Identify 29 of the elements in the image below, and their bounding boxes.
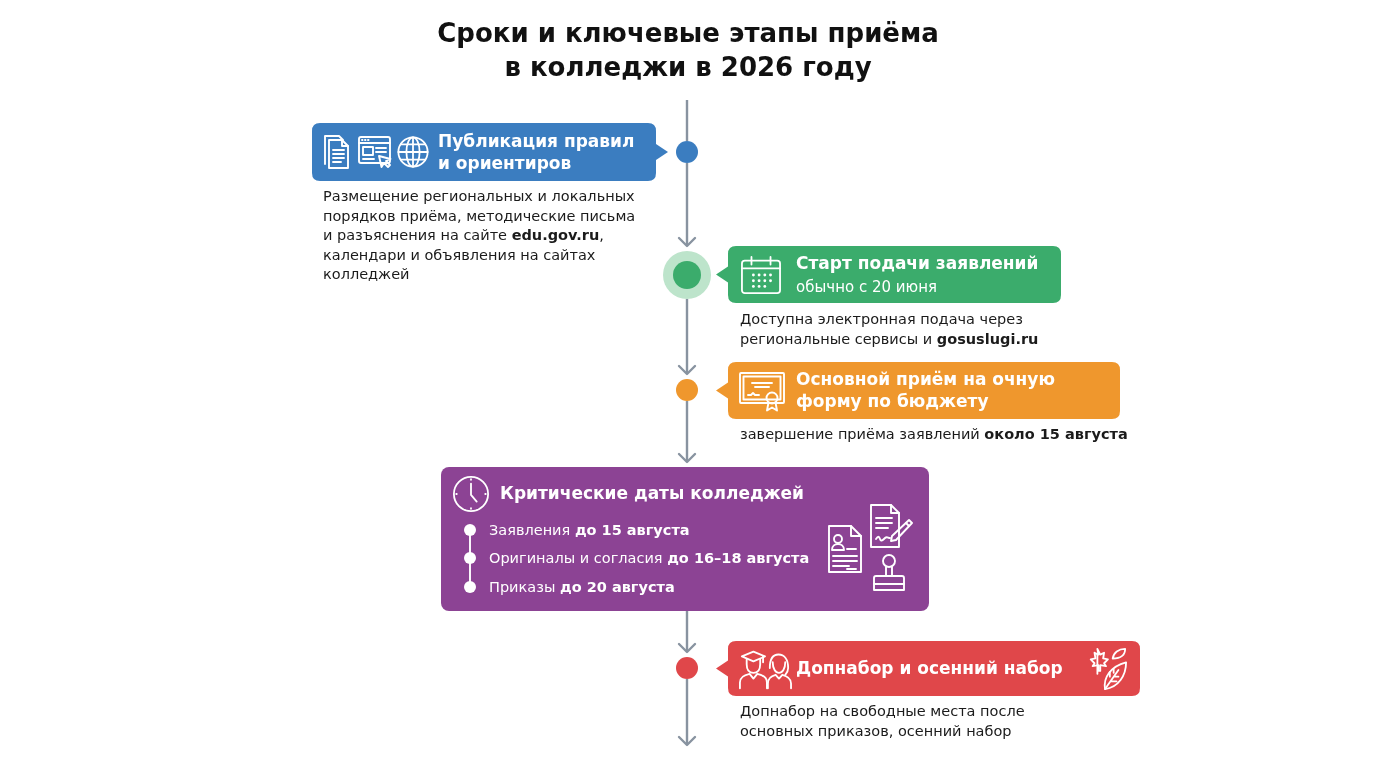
step-description: Размещение региональных и локальных порядков приёма, методические письма и разъяснения на сайте edu.gov.ru, календари и объявления на сайтах колледжей <box>323 187 637 284</box>
callout-box <box>312 123 668 181</box>
step-description: завершение приёма заявлений около 15 августа <box>740 425 1129 444</box>
timeline-arrow <box>677 163 697 248</box>
page-title: Сроки и ключевые этапы приёма в колледжи в 2026 году <box>436 17 940 84</box>
step-heading: Старт подачи заявлений <box>796 252 1040 274</box>
panel-heading: Критические даты колледжей <box>500 482 805 504</box>
timeline-dot <box>676 657 698 679</box>
step-heading: Публикация правил и ориентиров <box>438 130 636 174</box>
step-heading: Допнабор и осенний набор <box>796 657 1064 679</box>
date-item: Приказы до 20 августа <box>489 578 675 597</box>
callout-box <box>716 362 1120 419</box>
timeline-arrow <box>677 611 697 654</box>
timeline-arrow <box>677 679 697 747</box>
callout-box <box>716 246 1061 303</box>
timeline-dot <box>676 141 698 163</box>
timeline-line <box>685 100 689 141</box>
step-description: Допнабор на свободные места после основных приказов, осенний набор <box>740 702 1026 741</box>
step-date: обычно с 20 июня <box>796 277 938 297</box>
callout-box <box>716 641 1140 696</box>
timeline-dot <box>676 379 698 401</box>
date-item: Оригиналы и согласия до 16–18 августа <box>489 549 810 568</box>
step-description: Доступна электронная подача через региональные сервисы и gosuslugi.ru <box>740 310 1040 349</box>
timeline-dot <box>663 251 711 299</box>
step-heading: Основной приём на очную форму по бюджету <box>796 368 1056 412</box>
timeline-arrow <box>677 401 697 464</box>
timeline-arrow <box>677 299 697 376</box>
info-panel <box>441 467 929 611</box>
date-item: Заявления до 15 августа <box>489 521 690 540</box>
